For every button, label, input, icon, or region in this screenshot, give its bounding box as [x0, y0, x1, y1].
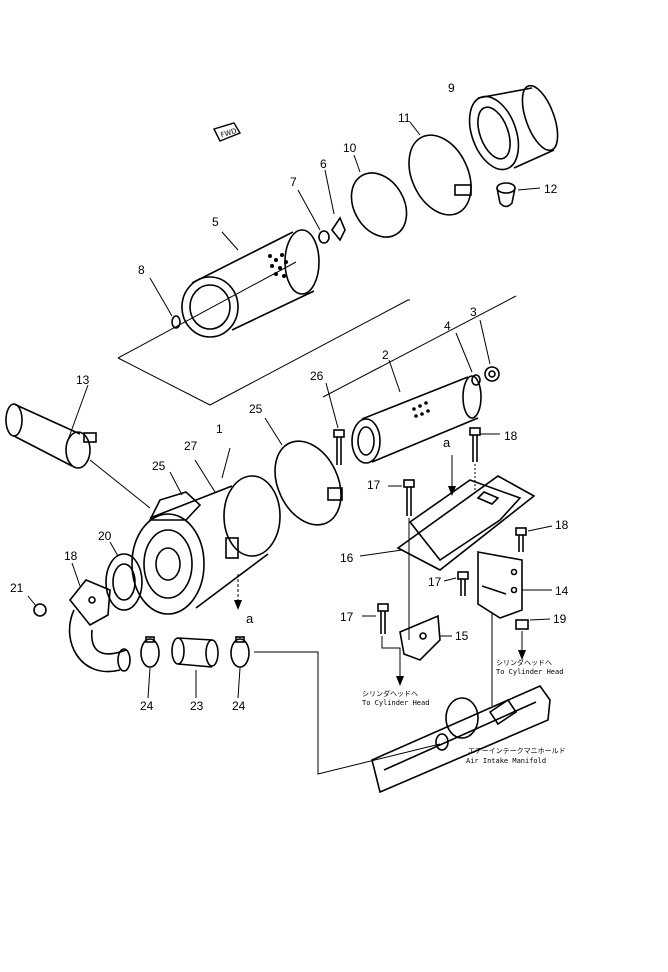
intake-hose-part-13 [5, 384, 151, 509]
marker-arrow-left [234, 574, 242, 610]
callout-9: 9 [448, 81, 455, 95]
washer-part-7 [297, 189, 330, 244]
arrow-to-cylinder-head-left [396, 660, 404, 686]
air-cleaner-body-part-1 [131, 447, 281, 615]
callout-18-top: 18 [504, 429, 518, 443]
callout-6: 6 [320, 157, 327, 171]
callout-4: 4 [444, 319, 451, 333]
callout-5: 5 [212, 215, 219, 229]
callout-8: 8 [138, 263, 145, 277]
callout-22: 21 [10, 581, 24, 595]
callout-23: 23 [190, 699, 204, 713]
callout-20: 18 [64, 549, 78, 563]
wing-nut-part-6 [324, 169, 346, 242]
note-cylinder-head-right-jp: シリンダヘッドへ [496, 659, 552, 667]
right-group-outline [322, 295, 517, 398]
clamp-part-24-right [230, 636, 250, 699]
callout-27: 27 [184, 439, 198, 453]
bolt-part-18-top [469, 427, 500, 490]
callout-25-upper: 25 [249, 402, 263, 416]
callout-15: 15 [455, 629, 469, 643]
callout-17-top: 17 [367, 478, 381, 492]
evacuator-valve-part-12 [496, 182, 541, 208]
callout-2: 2 [382, 348, 389, 362]
callout-21: 20 [98, 529, 112, 543]
callout-19: 19 [553, 612, 567, 626]
callout-26: 26 [310, 369, 324, 383]
callout-3: 3 [470, 305, 477, 319]
callout-17-low: 17 [340, 610, 354, 624]
callout-18-right: 18 [555, 518, 569, 532]
bracket-part-14 [477, 551, 552, 619]
elbow-part-20 [68, 562, 131, 673]
note-air-intake-manifold-jp: エアーインテークマニホールド [468, 747, 566, 755]
air-intake-manifold [371, 685, 551, 794]
hose-part-23 [171, 637, 219, 698]
upper-group-outline [117, 261, 409, 406]
note-cylinder-head-left-en: To Cylinder Head [362, 699, 430, 707]
callout-25-lower: 25 [152, 459, 166, 473]
note-cylinder-head-right-en: To Cylinder Head [496, 668, 564, 676]
note-air-intake-manifold-en: Air Intake Manifold [466, 757, 547, 765]
stay-part-15 [399, 614, 452, 661]
bolt-part-18-right [515, 525, 553, 552]
callout-12: 12 [544, 182, 558, 196]
callout-10: 10 [343, 141, 357, 155]
callout-14: 14 [555, 584, 569, 598]
gasket-part-21 [105, 541, 143, 611]
o-ring-part-10 [350, 154, 408, 238]
callout-17-mid: 17 [428, 575, 442, 589]
outer-element-part-5 [181, 229, 320, 338]
bolt-part-17-mid [443, 571, 469, 596]
bolt-part-26 [325, 382, 345, 465]
callout-16: 16 [340, 551, 354, 565]
callout-24-right: 24 [232, 699, 246, 713]
forward-direction-tag: FWD [213, 122, 242, 142]
callout-13: 13 [76, 373, 90, 387]
marker-arrow-right [448, 455, 456, 496]
callout-7: 7 [290, 175, 297, 189]
nut-part-19 [515, 618, 551, 660]
precleaner-cap-part-9 [468, 84, 559, 171]
nut-part-22 [27, 595, 47, 617]
band-clamp-part-25 [264, 417, 343, 526]
callout-1: 1 [216, 422, 223, 436]
callout-24-left: 24 [140, 699, 154, 713]
bolt-part-17-low [362, 603, 401, 660]
inner-element-part-2 [351, 359, 482, 464]
clamp-band-part-11 [408, 121, 472, 216]
nut-part-3 [479, 319, 500, 382]
callout-11: 11 [398, 111, 411, 125]
clamp-part-24-left [140, 636, 160, 699]
washer-part-8 [149, 277, 181, 329]
bolt-part-17-top [388, 479, 415, 640]
marker-a-right: a [443, 435, 451, 450]
marker-a-left: a [246, 611, 254, 626]
note-cylinder-head-left-jp: シリンダヘッドへ [362, 690, 418, 698]
connection-lines [254, 612, 493, 775]
washer-part-4 [455, 332, 481, 386]
mounting-bracket-part-16 [359, 475, 536, 571]
